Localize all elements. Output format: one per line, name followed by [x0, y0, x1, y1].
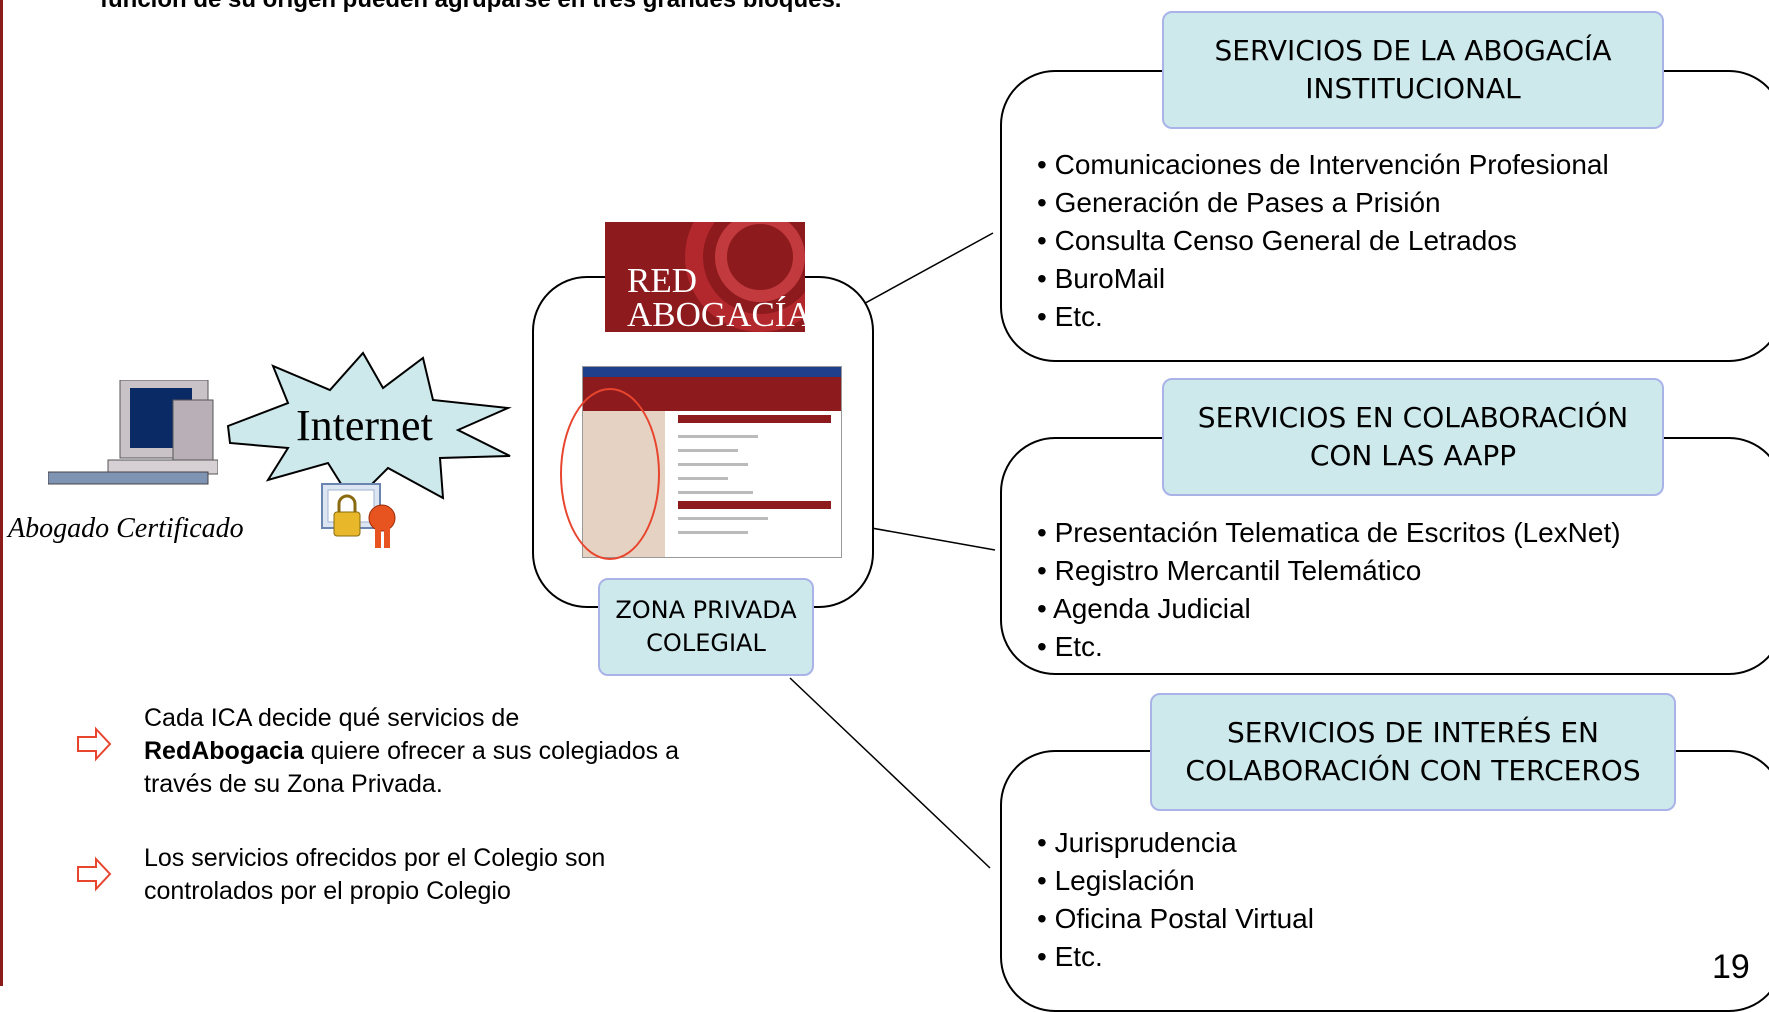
- red-abogacia-logo: RED ABOGACÍA: [605, 222, 805, 332]
- list-item: Jurisprudencia: [1037, 824, 1314, 862]
- list-item: Etc.: [1037, 938, 1314, 976]
- list-item: Oficina Postal Virtual: [1037, 900, 1314, 938]
- zona-line2: COLEGIAL: [646, 629, 766, 657]
- block-terceros-title: SERVICIOS DE INTERÉS EN COLABORACIÓN CON…: [1150, 693, 1676, 811]
- note-arrow-icon: [77, 726, 112, 762]
- list-item: Comunicaciones de Intervención Profesion…: [1037, 146, 1609, 184]
- intro-text: función de su origen pueden agruparse en…: [100, 0, 841, 14]
- list-item: Etc.: [1037, 628, 1621, 666]
- internet-burst: Internet: [218, 348, 518, 508]
- note-1: Cada ICA decide qué servicios de RedAbog…: [144, 704, 679, 798]
- list-item: Registro Mercantil Telemático: [1037, 552, 1621, 590]
- list-item: Consulta Censo General de Letrados: [1037, 222, 1609, 260]
- line-terceros: [789, 677, 991, 869]
- list-item: Legislación: [1037, 862, 1314, 900]
- zona-privada-tag: ZONA PRIVADA COLEGIAL: [598, 578, 814, 676]
- note-arrow-icon: [77, 856, 112, 892]
- list-item: BuroMail: [1037, 260, 1609, 298]
- list-item: Agenda Judicial: [1037, 590, 1621, 628]
- list-item: Etc.: [1037, 298, 1609, 336]
- menu-highlight-oval: [560, 388, 660, 560]
- block-institucional-list: Comunicaciones de Intervención Profesion…: [1037, 146, 1609, 336]
- logo-line2: ABOGACÍA: [627, 295, 805, 332]
- logo-line1: RED: [627, 261, 697, 300]
- user-caption: Abogado Certificado: [8, 513, 244, 544]
- left-edge-bar: [0, 0, 3, 986]
- list-item: Presentación Telematica de Escritos (Lex…: [1037, 514, 1621, 552]
- note-2: Los servicios ofrecidos por el Colegio s…: [144, 844, 606, 905]
- block-terceros-list: Jurisprudencia Legislación Oficina Posta…: [1037, 824, 1314, 976]
- page-number: 19: [1712, 948, 1750, 986]
- zona-line1: ZONA PRIVADA: [615, 596, 797, 624]
- block-aapp-list: Presentación Telematica de Escritos (Lex…: [1037, 514, 1621, 666]
- internet-label: Internet: [296, 401, 433, 450]
- block-aapp-title: SERVICIOS EN COLABORACIÓN CON LAS AAPP: [1162, 378, 1664, 496]
- internet-burst-icon: [226, 351, 512, 505]
- list-item: Generación de Pases a Prisión: [1037, 184, 1609, 222]
- block-institucional-title: SERVICIOS DE LA ABOGACÍA INSTITUCIONAL: [1162, 11, 1664, 129]
- computer-icon: [47, 379, 219, 485]
- certificate-icon: [320, 482, 400, 550]
